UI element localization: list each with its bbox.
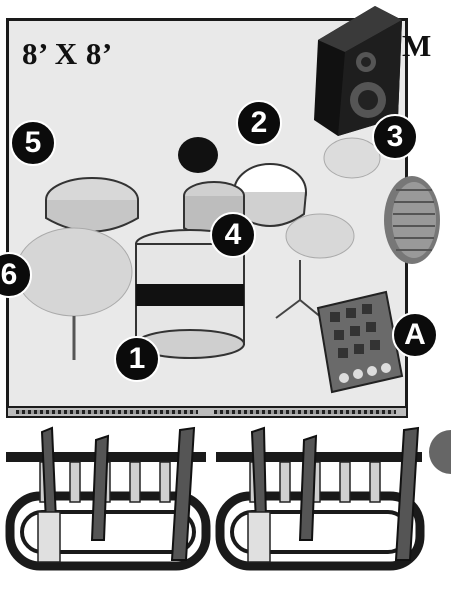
drum-pad-controller-icon: [318, 292, 402, 392]
badge-3: 3: [372, 114, 418, 160]
badge-2: 2: [236, 100, 282, 146]
floor-wedge-icon: [384, 176, 440, 264]
badge-1: 1: [114, 336, 160, 382]
badge-a: A: [392, 312, 438, 358]
guitar-stand-icon: [6, 428, 206, 566]
badge-5: 5: [10, 120, 56, 166]
guitar-stand-icon: [216, 428, 451, 566]
badge-4: 4: [210, 212, 256, 258]
